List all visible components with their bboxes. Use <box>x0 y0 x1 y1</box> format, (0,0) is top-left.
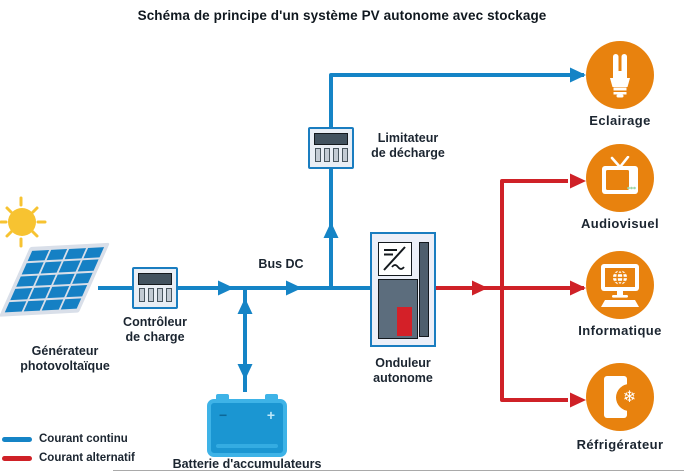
page-title: Schéma de principe d'un système PV auton… <box>137 8 547 23</box>
device-screen <box>314 133 348 145</box>
battery-minus-sign: − <box>219 407 228 423</box>
ac-swatch <box>2 455 32 461</box>
discharge-limiter-icon <box>308 127 354 169</box>
load-audiovisual-label: Audiovisuel <box>580 216 660 231</box>
legend-item-dc: Courant continu <box>2 433 128 445</box>
inverter-icon <box>370 232 436 347</box>
inverter-label: Onduleur autonome <box>373 356 433 386</box>
battery-label: Batterie d'accumulateurs <box>172 457 322 471</box>
ac-wires <box>436 173 586 408</box>
discharge-limiter-label: Limitateur de décharge <box>371 131 445 161</box>
inverter-body <box>378 279 418 339</box>
snowflake-badge: ❄ <box>616 384 643 411</box>
charge-controller-icon <box>132 267 178 309</box>
bottom-divider <box>113 470 684 471</box>
device-screen <box>138 273 172 285</box>
dc-arrow-up-icon <box>323 222 339 238</box>
dc-arrow-up-icon <box>237 298 253 314</box>
dc-swatch <box>2 436 32 442</box>
sun-icon <box>0 196 47 248</box>
dc-arrow-icon <box>570 67 586 83</box>
ac-arrow-icon <box>472 280 488 296</box>
inverter-indicator <box>397 307 412 336</box>
load-refrigerator-label: Réfrigérateur <box>576 437 664 452</box>
load-lighting-label: Eclairage <box>589 113 651 128</box>
dc-ac-symbol-icon <box>378 242 412 276</box>
cfl-bulb-icon <box>610 54 630 98</box>
legend-item-ac: Courant alternatif <box>2 452 135 464</box>
ac-arrow-icon <box>570 173 586 189</box>
dc-line-bus-to-lighting <box>329 73 584 288</box>
dc-arrow-icon <box>218 280 234 296</box>
load-computing-label: Informatique <box>578 323 662 338</box>
pv-generator-label: Générateur photovoltaïque <box>20 344 110 374</box>
ac-arrow-icon <box>570 392 586 408</box>
battery-body: − + <box>207 399 287 457</box>
legend-ac-label: Courant alternatif <box>39 452 135 464</box>
battery-plus-sign: + <box>266 407 275 423</box>
dc-arrow-icon <box>286 280 302 296</box>
computer-icon <box>601 264 639 307</box>
dc-arrow-down-icon <box>237 364 253 380</box>
fridge-icon: ❄ <box>596 373 644 421</box>
ac-trunk-line <box>500 179 568 402</box>
battery-stripe <box>216 444 278 448</box>
charge-controller-label: Contrôleur de charge <box>123 315 187 345</box>
load-computing <box>586 251 654 319</box>
load-refrigerator: ❄ <box>586 363 654 431</box>
tv-icon <box>602 156 638 194</box>
bus-dc-label: Bus DC <box>258 257 304 271</box>
load-lighting <box>586 41 654 109</box>
legend-dc-label: Courant continu <box>39 433 128 445</box>
ac-arrow-icon <box>570 280 586 296</box>
snowflake-icon: ❄ <box>622 388 637 406</box>
inverter-heatsink <box>419 242 429 337</box>
load-audiovisual <box>586 144 654 212</box>
